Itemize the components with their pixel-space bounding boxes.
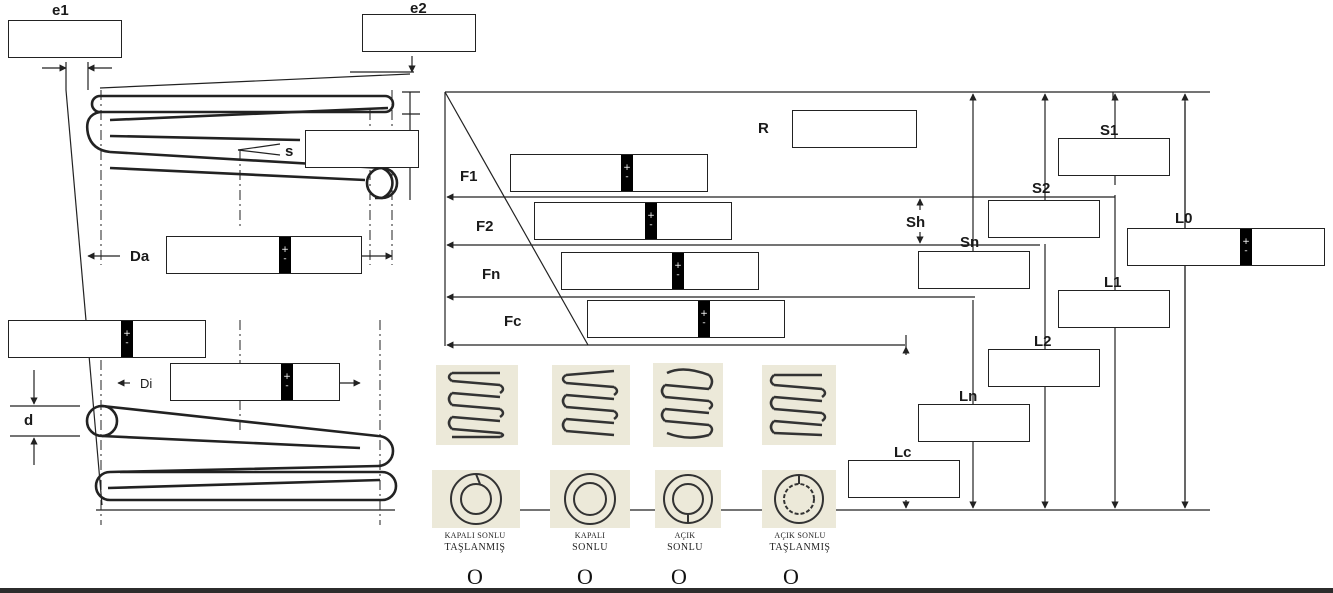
label-r: R: [758, 120, 769, 137]
label-f1: F1: [460, 168, 478, 185]
end-type-option-radio[interactable]: O: [467, 564, 483, 589]
coil-end-icon: [774, 474, 824, 524]
end-type-option-radio[interactable]: O: [577, 564, 593, 589]
lc-input[interactable]: [848, 460, 960, 498]
tolerance-toggle[interactable]: +-: [698, 301, 710, 337]
coil-side-icon: [769, 373, 827, 437]
spring-end-photo: [432, 470, 520, 528]
tolerance-toggle[interactable]: +-: [672, 253, 684, 289]
s-input[interactable]: [305, 130, 419, 168]
label-di: Di: [140, 376, 153, 391]
spring-side-photo: [552, 365, 630, 445]
sn-input[interactable]: [918, 251, 1030, 289]
label-lc: Lc: [894, 444, 912, 461]
s2-input[interactable]: [988, 200, 1100, 238]
e1-input[interactable]: [8, 20, 122, 58]
bottom-border: [0, 588, 1333, 593]
tolerance-toggle[interactable]: +-: [1240, 229, 1252, 265]
spring-end-photo: [655, 470, 721, 528]
ln-input[interactable]: [918, 404, 1030, 442]
coil-end-icon: [564, 473, 616, 525]
spring-side-photo: [653, 363, 723, 447]
coil-side-icon: [447, 371, 505, 439]
l2-input[interactable]: [988, 349, 1100, 387]
label-e1: e1: [52, 2, 69, 19]
e2-input[interactable]: [362, 14, 476, 52]
tolerance-toggle[interactable]: +-: [279, 237, 291, 273]
label-s1: S1: [1100, 122, 1119, 139]
label-fc: Fc: [504, 313, 522, 330]
spring-side-photo: [762, 365, 836, 445]
da-input[interactable]: +-: [166, 236, 362, 274]
f1-input[interactable]: +-: [510, 154, 708, 192]
end-type-option-radio[interactable]: O: [671, 564, 687, 589]
label-f2: F2: [476, 218, 494, 235]
tolerance-toggle[interactable]: +-: [281, 364, 293, 400]
tolerance-toggle[interactable]: +-: [121, 321, 133, 357]
spring-side-photo: [436, 365, 518, 445]
label-l2: L2: [1034, 333, 1052, 350]
coil-end-icon: [450, 473, 502, 525]
label-s2: S2: [1032, 180, 1051, 197]
fn-input[interactable]: +-: [561, 252, 759, 290]
coil-side-icon: [660, 368, 714, 439]
upper-spring: [85, 94, 399, 200]
tolerance-toggle[interactable]: +-: [621, 155, 633, 191]
label-ln: Ln: [959, 388, 978, 405]
di-input[interactable]: +-: [170, 363, 340, 401]
fc-input[interactable]: +-: [587, 300, 785, 338]
l1-input[interactable]: [1058, 290, 1170, 328]
r-input[interactable]: [792, 110, 917, 148]
label-l0: L0: [1175, 210, 1193, 227]
coil-end-icon: [663, 474, 713, 524]
label-fn: Fn: [482, 266, 501, 283]
tolerance-toggle[interactable]: +-: [645, 203, 657, 239]
l0-input[interactable]: +-: [1127, 228, 1325, 266]
label-sh: Sh: [906, 214, 926, 231]
label-da: Da: [130, 248, 150, 265]
label-s: s: [285, 143, 294, 160]
coil-side-icon: [561, 369, 619, 437]
label-sn: Sn: [960, 234, 980, 251]
spring-end-photo: [550, 470, 630, 528]
d-input[interactable]: +-: [8, 320, 206, 358]
label-l1: L1: [1104, 274, 1122, 291]
f2-input[interactable]: +-: [534, 202, 732, 240]
s1-input[interactable]: [1058, 138, 1170, 176]
spring-end-photo: [762, 470, 836, 528]
lower-spring: [85, 404, 398, 502]
label-d: d: [24, 412, 34, 429]
end-type-option-radio[interactable]: O: [783, 564, 799, 589]
label-e2: e2: [410, 0, 427, 17]
